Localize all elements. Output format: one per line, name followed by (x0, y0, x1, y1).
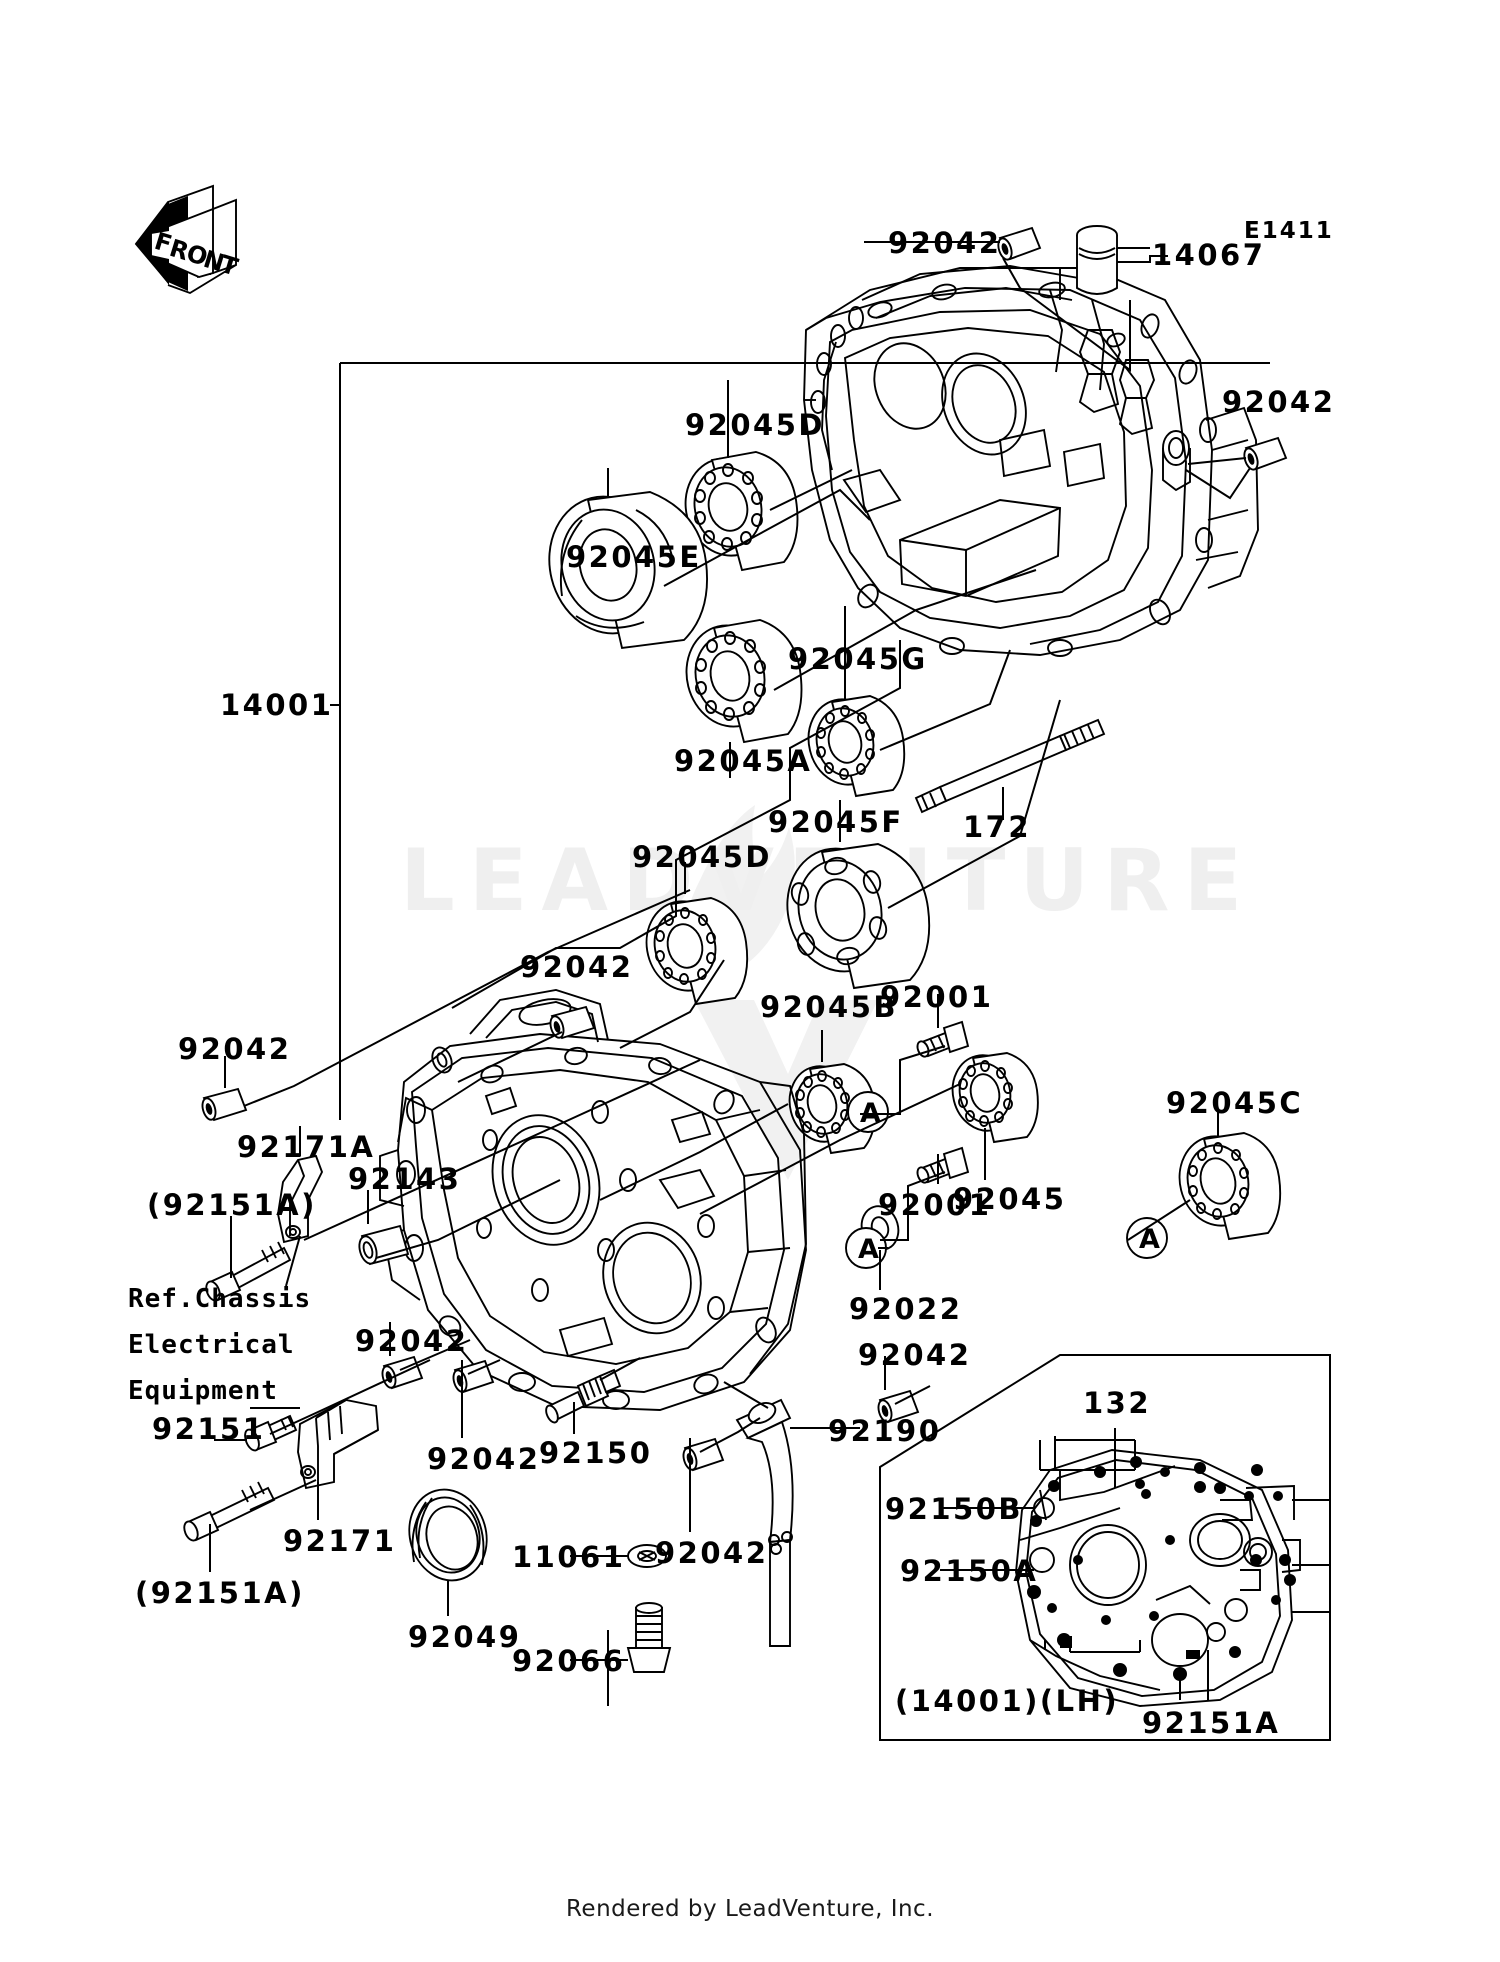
label-92171A: 92171A (237, 1130, 376, 1164)
part-92171-clamp (297, 1399, 379, 1490)
label-92150B: 92150B (885, 1492, 1023, 1526)
part-172-stud-bolt (914, 718, 1106, 814)
part-92151A-bolt-lower (183, 1481, 276, 1542)
label-92045: 92045 (953, 1182, 1067, 1216)
part-92150-bolt (545, 1368, 622, 1424)
part-92045D-bearing-top (684, 451, 799, 572)
part-92042-dowel-left (201, 1087, 248, 1122)
part-92001-bolt-bot (916, 1146, 970, 1184)
label-92171: 92171 (283, 1524, 397, 1558)
label-92045D-mid: 92045D (632, 840, 772, 874)
connector-lines (243, 257, 1251, 1511)
label-92042-top: 92042 (888, 226, 1002, 260)
part-92045E-bearing (548, 491, 708, 650)
label-92042-left: 92042 (178, 1032, 292, 1066)
label-14067: 14067 (1152, 238, 1266, 272)
footer-credit: Rendered by LeadVenture, Inc. (565, 1896, 935, 1922)
label-92045F: 92045F (768, 805, 904, 839)
label-92045E: 92045E (566, 540, 702, 574)
part-92045C-bearing (1178, 1132, 1282, 1241)
label-92022: 92022 (849, 1292, 963, 1326)
label-11061: 11061 (512, 1540, 626, 1574)
label-92151A-lower: (92151A) (135, 1576, 305, 1610)
label-92042-mid: 92042 (520, 950, 634, 984)
label-92143: 92143 (348, 1162, 462, 1196)
front-arrow-icon: F R O N T (134, 184, 242, 295)
svg-text:F: F (151, 227, 175, 259)
label-92151A-inset: 92151A (1142, 1706, 1281, 1740)
label-132: 132 (1083, 1386, 1152, 1420)
part-92045-bearing (951, 1052, 1039, 1144)
part-92049-oil-seal (408, 1488, 488, 1582)
part-92042-dowel-low (877, 1389, 920, 1424)
label-92042-mid2: 92042 (427, 1442, 541, 1476)
label-92151A-upper: (92151A) (147, 1188, 317, 1222)
part-14067-breather-pipe (1076, 225, 1118, 295)
label-92042-bot: 92042 (655, 1536, 769, 1570)
label-92001-bot: 92001 (878, 1188, 992, 1222)
label-e1411: E1411 (1244, 218, 1334, 244)
label-92045G: 92045G (788, 642, 928, 676)
part-92045A-bearing (685, 619, 803, 744)
part-92042-dowel-mid2 (452, 1359, 495, 1394)
label-92150A: 92150A (900, 1554, 1039, 1588)
label-14001: 14001 (220, 688, 334, 722)
label-ref-chassis-3: Equipment (128, 1376, 278, 1406)
inset-box-14001-lh (879, 1354, 1331, 1741)
part-92045D-bearing-mid (645, 897, 749, 1006)
part-92042-dowel-right (1243, 436, 1288, 471)
part-92143-collar (358, 1224, 410, 1266)
leader-lines (209, 241, 1247, 1706)
label-92190: 92190 (828, 1414, 942, 1448)
label-92049: 92049 (408, 1620, 522, 1654)
ref-marker-A-1: A (860, 1098, 882, 1129)
ref-marker-A-2: A (858, 1234, 880, 1265)
label-92045A: 92045A (674, 744, 813, 778)
label-92150: 92150 (539, 1436, 653, 1470)
label-92045D-top: 92045D (685, 408, 825, 442)
assembly-bracket-zigzag (451, 640, 901, 1009)
label-92151: 92151 (152, 1412, 266, 1446)
label-92045C: 92045C (1166, 1086, 1304, 1120)
label-92066: 92066 (512, 1644, 626, 1678)
label-172: 172 (963, 810, 1032, 844)
label-inset-caption: (14001)(LH) (895, 1684, 1120, 1718)
label-ref-chassis-2: Electrical (128, 1330, 295, 1360)
label-92042-low: 92042 (858, 1338, 972, 1372)
label-92042-right: 92042 (1222, 385, 1336, 419)
ref-marker-A-3: A (1139, 1224, 1161, 1255)
label-92045B: 92045B (760, 990, 898, 1024)
part-92045G-bearing (807, 695, 906, 798)
part-92171A-clamp (277, 1154, 324, 1244)
part-92151A-bolt-upper (205, 1241, 292, 1302)
label-92042-ref: 92042 (355, 1324, 469, 1358)
ref-circle-A-3 (1126, 1217, 1168, 1259)
label-92001-top: 92001 (880, 980, 994, 1014)
part-92066-plug (626, 1602, 672, 1673)
crankcase-upper-half (803, 265, 1259, 657)
part-92045F-bearing (786, 843, 931, 990)
part-92042-dowel-top (997, 226, 1042, 261)
part-92190-oil-tube (735, 1398, 794, 1647)
label-ref-chassis-1: Ref.Chassis (128, 1284, 312, 1314)
